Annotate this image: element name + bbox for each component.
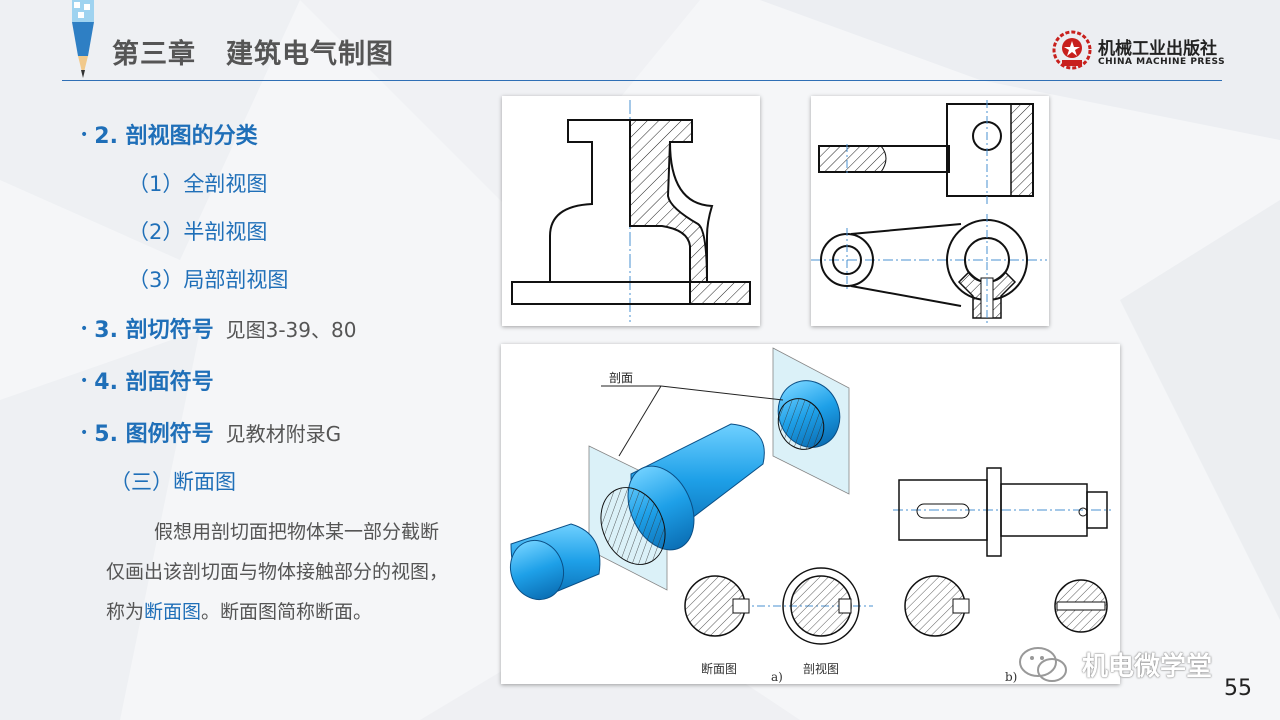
page-title: 第三章建筑电气制图 <box>112 39 394 70</box>
page-number: 55 <box>1224 676 1252 701</box>
outline-subitem: （2）半剖视图 <box>128 220 268 244</box>
section-view-drawing: 剖面 <box>510 347 1111 645</box>
wechat-watermark: 机电微学堂 <box>1016 644 1246 684</box>
publisher-name-en: CHINA MACHINE PRESS <box>1098 57 1226 67</box>
half-section-drawing <box>511 100 751 322</box>
partial-section-figure <box>811 96 1049 326</box>
outline-subitem: （三）断面图 <box>110 470 236 494</box>
partial-section-drawing <box>811 100 1047 324</box>
definition-paragraph: 假想用剖切面把物体某一部分截断仅画出该剖切面与物体接触部分的视图，称为断面图。断… <box>106 521 449 623</box>
section-caption: 断面图 <box>701 662 738 676</box>
outline-item: •5. 图例符号见教材附录G <box>80 422 342 447</box>
outline-subitem: （1）全剖视图 <box>128 172 268 196</box>
publisher-logo: 机械工业出版社 CHINA MACHINE PRESS <box>1052 30 1232 74</box>
outline-item: •4. 剖面符号 <box>80 370 214 395</box>
publisher-name: 机械工业出版社 <box>1098 39 1217 59</box>
view-caption: 剖视图 <box>803 662 840 676</box>
plane-label: 剖面 <box>609 371 633 385</box>
publisher-emblem-icon <box>1052 30 1092 70</box>
figure-b-label: b) <box>1005 670 1018 684</box>
title-divider <box>62 80 1222 81</box>
figure-a-label: a) <box>771 670 783 684</box>
pencil-icon <box>72 0 94 78</box>
outline-item: •3. 剖切符号见图3-39、80 <box>80 318 357 343</box>
section-view-figure: 剖面 断面图 剖视图 a) b) <box>501 344 1120 684</box>
half-section-figure <box>502 96 760 326</box>
wechat-icon <box>1019 647 1067 682</box>
outline-item: •2. 剖视图的分类 <box>80 124 258 149</box>
outline-subitem: （3）局部剖视图 <box>128 268 289 292</box>
